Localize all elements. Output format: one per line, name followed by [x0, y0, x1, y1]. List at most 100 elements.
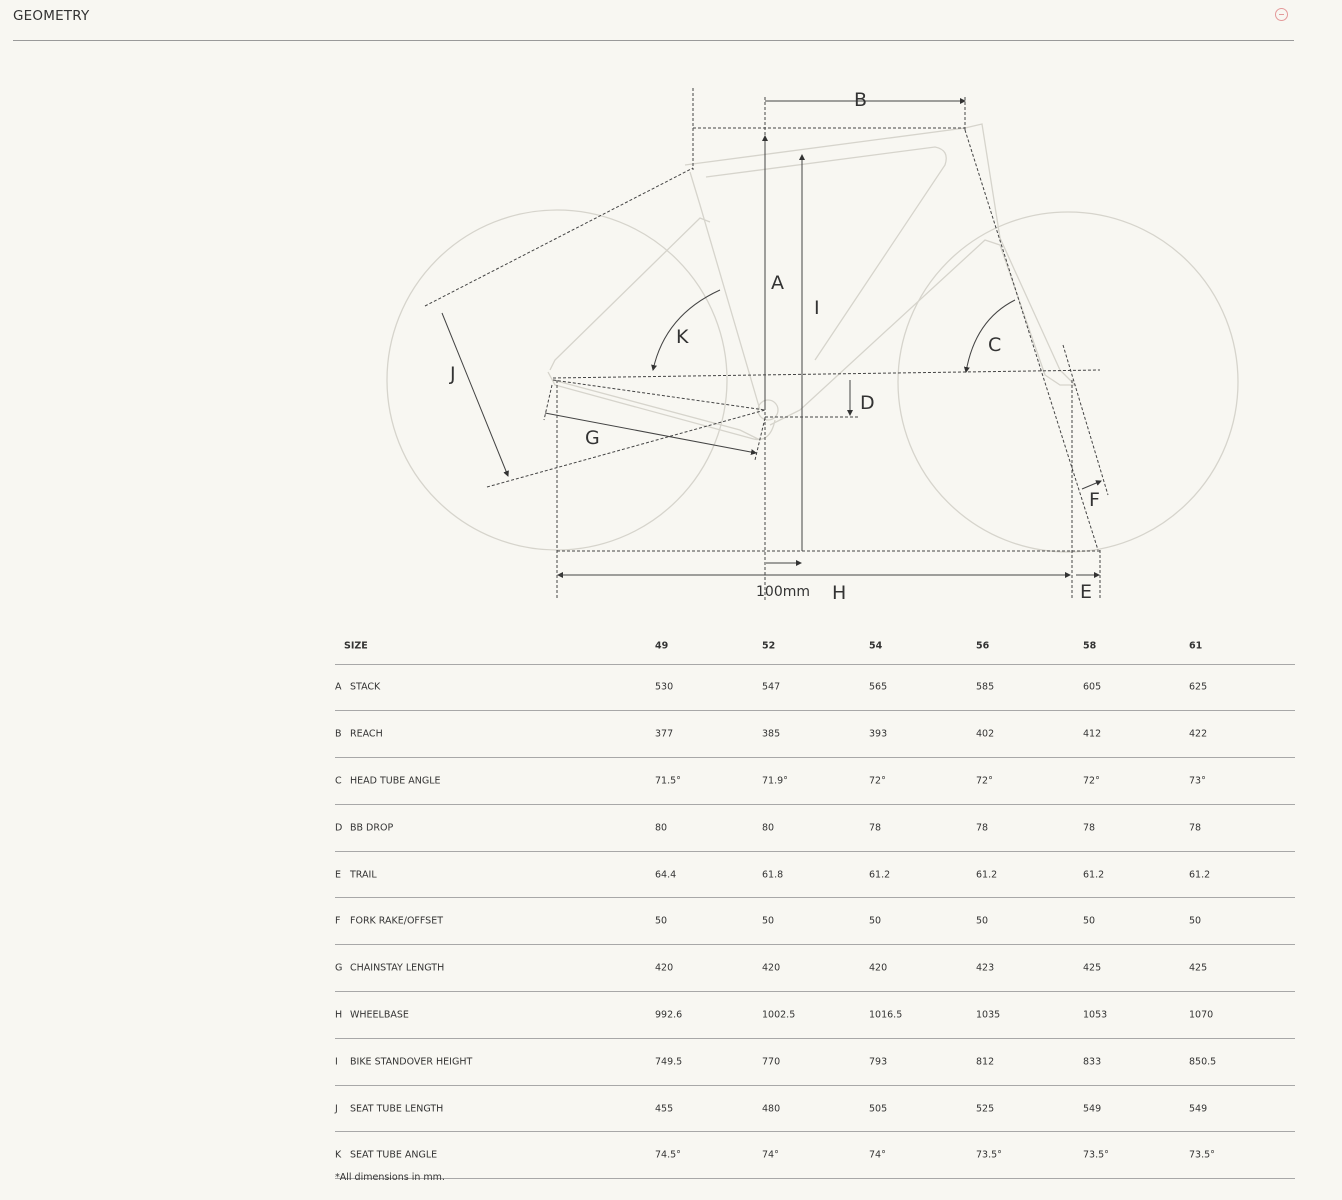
table-cell: 50 [976, 915, 989, 927]
label-i: I [814, 297, 820, 319]
dimension-label: WHEELBASE [350, 1009, 409, 1021]
table-cell: 605 [1083, 681, 1102, 693]
table-cell: 1002.5 [762, 1009, 796, 1021]
table-cell: 73° [1189, 775, 1206, 787]
table-row: D BB DROP 80 80 78 78 78 78 [335, 805, 1295, 852]
table-cell: 78 [869, 822, 882, 834]
size-column-header: 56 [976, 640, 990, 652]
section-title: GEOMETRY [13, 8, 90, 24]
dimension-label: BIKE STANDOVER HEIGHT [350, 1056, 473, 1068]
table-cell: 770 [762, 1056, 781, 1068]
table-cell: 73.5° [1189, 1149, 1215, 1161]
table-cell: 61.8 [762, 869, 784, 881]
table-cell: 992.6 [655, 1009, 683, 1021]
dimension-letter: C [335, 775, 342, 787]
table-cell: 423 [976, 962, 995, 974]
bike-geometry-diagram: A B C D E F G H I J K 100mm [386, 88, 1239, 604]
table-cell: 1016.5 [869, 1009, 903, 1021]
table-cell: 72° [869, 775, 886, 787]
table-cell: 793 [869, 1056, 888, 1068]
offset-100mm-label: 100mm [756, 584, 810, 600]
dimension-letter: D [335, 822, 343, 834]
table-cell: 1035 [976, 1009, 1001, 1021]
table-cell: 71.9° [762, 775, 788, 787]
dimension-label: BB DROP [350, 822, 394, 834]
table-cell: 78 [1083, 822, 1096, 834]
dimension-letter: K [335, 1149, 342, 1161]
dimension-letter: H [335, 1009, 343, 1021]
table-cell: 74° [869, 1149, 886, 1161]
dimension-letter: G [335, 962, 343, 974]
size-column-header: 58 [1083, 640, 1097, 652]
table-cell: 50 [869, 915, 882, 927]
size-header: SIZE [344, 640, 368, 652]
table-cell: 50 [762, 915, 775, 927]
table-cell: 50 [655, 915, 668, 927]
label-k: K [676, 326, 689, 348]
table-cell: 74° [762, 1149, 779, 1161]
table-cell: 78 [976, 822, 989, 834]
table-cell: 420 [869, 962, 888, 974]
table-cell: 549 [1189, 1103, 1208, 1115]
label-c: C [988, 334, 1001, 356]
table-row: H WHEELBASE 992.6 1002.5 1016.5 1035 1053 1070 [335, 992, 1295, 1039]
table-cell: 50 [1083, 915, 1096, 927]
size-column-header: 49 [655, 640, 669, 652]
table-cell: 480 [762, 1103, 781, 1115]
table-cell: 80 [655, 822, 668, 834]
dimension-label: SEAT TUBE LENGTH [350, 1103, 444, 1115]
label-g: G [585, 427, 600, 449]
table-cell: 61.2 [1189, 869, 1211, 881]
dimension-label: REACH [350, 728, 383, 740]
table-cell: 549 [1083, 1103, 1102, 1115]
table-cell: 72° [1083, 775, 1100, 787]
dimension-letter: J [335, 1103, 338, 1115]
dimension-label: TRAIL [350, 869, 377, 881]
dimension-lines [424, 88, 1109, 600]
table-cell: 812 [976, 1056, 995, 1068]
label-f: F [1089, 489, 1100, 511]
collapse-minus-icon[interactable] [1275, 8, 1288, 21]
table-cell: 61.2 [1083, 869, 1105, 881]
dimension-letter: I [335, 1056, 338, 1068]
table-cell: 1070 [1189, 1009, 1214, 1021]
table-cell: 78 [1189, 822, 1202, 834]
table-cell: 425 [1189, 962, 1208, 974]
table-cell: 64.4 [655, 869, 677, 881]
bottom-bracket [757, 399, 779, 421]
label-h: H [832, 582, 846, 604]
geometry-section-header[interactable]: GEOMETRY [13, 0, 1294, 41]
table-cell: 749.5 [655, 1056, 683, 1068]
dimension-letter: F [335, 915, 341, 927]
table-cell: 71.5° [655, 775, 681, 787]
size-column-header: 61 [1189, 640, 1203, 652]
table-cell: 61.2 [976, 869, 998, 881]
table-cell: 50 [1189, 915, 1202, 927]
label-a: A [771, 272, 784, 294]
table-cell: 525 [976, 1103, 995, 1115]
label-b: B [854, 89, 867, 111]
table-cell: 412 [1083, 728, 1102, 740]
table-cell: 425 [1083, 962, 1102, 974]
table-cell: 72° [976, 775, 993, 787]
table-row: C HEAD TUBE ANGLE 71.5° 71.9° 72° 72° 72° 73° [335, 758, 1295, 805]
table-cell: 1053 [1083, 1009, 1108, 1021]
table-cell: 73.5° [976, 1149, 1002, 1161]
dimension-label: HEAD TUBE ANGLE [350, 775, 441, 787]
label-j: J [449, 363, 456, 385]
table-cell: 833 [1083, 1056, 1102, 1068]
front-wheel [897, 211, 1239, 553]
table-cell: 402 [976, 728, 995, 740]
table-cell: 74.5° [655, 1149, 681, 1161]
footnote: *All dimensions in mm. [335, 1172, 445, 1183]
table-cell: 80 [762, 822, 775, 834]
dimension-label: SEAT TUBE ANGLE [350, 1149, 438, 1161]
dimension-letter: B [335, 728, 342, 740]
